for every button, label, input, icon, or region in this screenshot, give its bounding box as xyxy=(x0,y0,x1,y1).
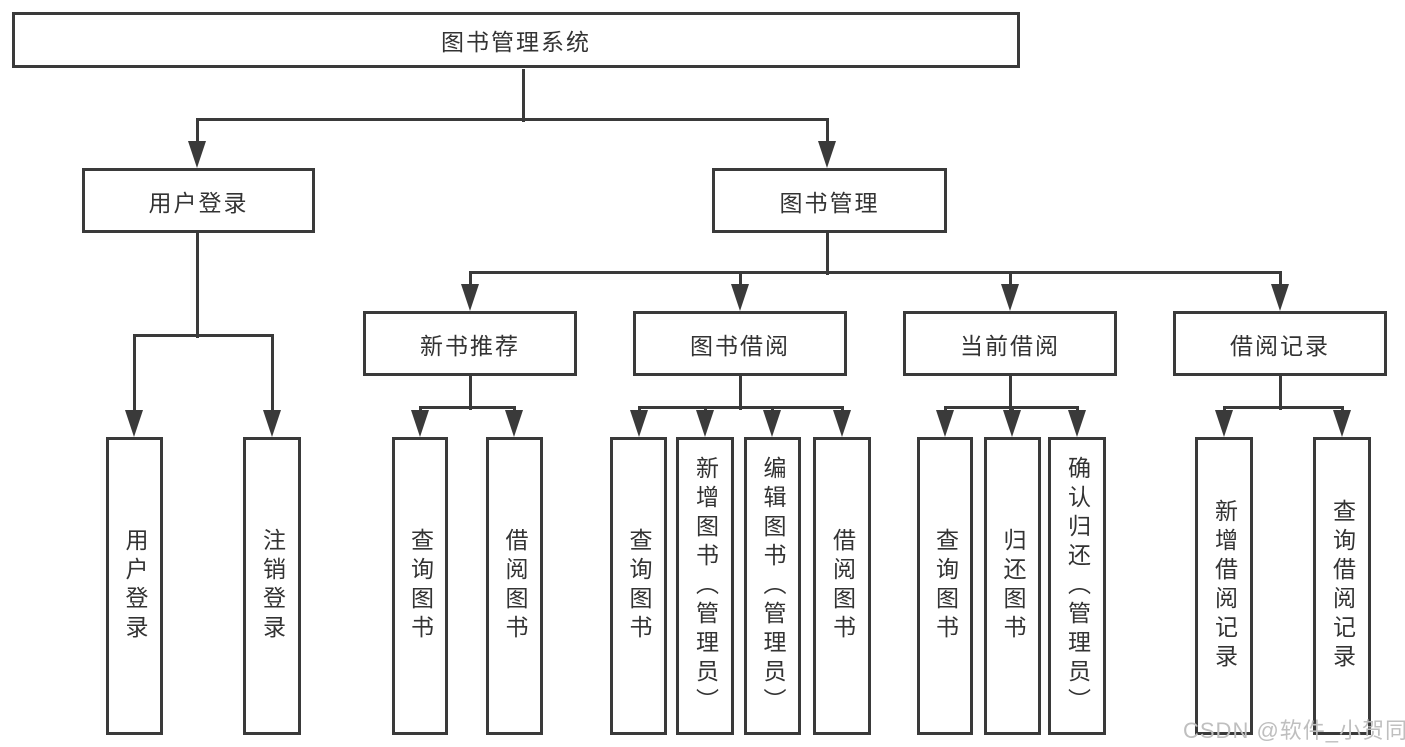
node-label-rec-borrow-books: 借阅图书 xyxy=(502,528,528,644)
node-label-rec-query-books: 查询图书 xyxy=(407,528,434,644)
connector-arrow xyxy=(818,141,836,168)
connector-arrow xyxy=(125,410,143,437)
node-label-current-borrow: 当前借阅 xyxy=(960,332,1060,359)
connector-arrow xyxy=(696,410,714,437)
node-label-br-add-record: 新增借阅记录 xyxy=(1211,499,1238,673)
connector-line xyxy=(1222,405,1226,413)
connector-arrow xyxy=(731,284,749,311)
node-label-bb-borrow-books: 借阅图书 xyxy=(829,528,856,644)
connector-line xyxy=(825,117,829,144)
node-book-mgmt: 图书管理 xyxy=(712,168,947,233)
connector-arrow xyxy=(630,410,648,437)
node-label-user-login: 用户登录 xyxy=(148,189,249,216)
connector-arrow xyxy=(936,410,954,437)
connector-line xyxy=(1008,374,1012,410)
connector-line xyxy=(195,117,199,144)
node-bb-borrow-books: 借阅图书 xyxy=(813,437,871,735)
node-leaf-user-login: 用户登录 xyxy=(106,437,163,735)
connector-arrow xyxy=(1215,410,1233,437)
connector-arrow xyxy=(833,410,851,437)
watermark: CSDN @软件_小贺同学 xyxy=(1183,718,1405,743)
node-cb-confirm-return: 确认归还（管理员） xyxy=(1048,437,1106,735)
connector-arrow xyxy=(188,141,206,168)
connector-line xyxy=(132,333,136,413)
connector-arrow xyxy=(461,284,479,311)
connector-line xyxy=(637,405,641,413)
node-label-root: 图书管理系统 xyxy=(441,29,591,55)
connector-line xyxy=(840,405,844,413)
connector-arrow xyxy=(1001,284,1019,311)
connector-line xyxy=(418,405,422,413)
connector-line xyxy=(738,374,742,410)
node-rec-borrow-books: 借阅图书 xyxy=(486,437,543,735)
connector-line xyxy=(195,230,199,338)
connector-arrow xyxy=(505,410,523,437)
node-borrow-records: 借阅记录 xyxy=(1173,311,1387,376)
node-cb-return-books: 归还图书 xyxy=(984,437,1041,735)
node-label-book-mgmt: 图书管理 xyxy=(779,189,880,216)
node-label-leaf-user-login: 用户登录 xyxy=(122,528,148,644)
connector-line xyxy=(703,405,707,413)
connector-arrow xyxy=(1333,410,1351,437)
node-bb-query-books: 查询图书 xyxy=(610,437,667,735)
connector-line xyxy=(1075,405,1079,413)
node-label-new-book-rec: 新书推荐 xyxy=(420,332,520,359)
connector-arrow xyxy=(1068,410,1086,437)
connector-line xyxy=(270,333,274,413)
connector-line xyxy=(943,405,947,413)
node-br-query-record: 查询借阅记录 xyxy=(1313,437,1371,735)
connector-line xyxy=(637,405,844,409)
connector-line xyxy=(1278,374,1282,410)
node-root: 图书管理系统 xyxy=(12,12,1020,68)
node-br-add-record: 新增借阅记录 xyxy=(1195,437,1253,735)
node-bb-edit-books: 编辑图书（管理员） xyxy=(744,437,801,735)
node-label-book-borrow: 图书借阅 xyxy=(690,332,790,359)
connector-arrow xyxy=(411,410,429,437)
node-label-bb-query-books: 查询图书 xyxy=(626,528,652,644)
node-cb-query-books: 查询图书 xyxy=(917,437,973,735)
node-new-book-rec: 新书推荐 xyxy=(363,311,577,376)
connector-line xyxy=(132,333,274,337)
connector-line xyxy=(1222,405,1344,409)
node-label-cb-query-books: 查询图书 xyxy=(932,528,959,644)
connector-arrow xyxy=(263,410,281,437)
node-rec-query-books: 查询图书 xyxy=(392,437,448,735)
connector-line xyxy=(521,69,525,122)
connector-line xyxy=(195,117,829,121)
node-label-br-query-record: 查询借阅记录 xyxy=(1329,499,1356,673)
connector-line xyxy=(1010,405,1014,413)
connector-arrow xyxy=(763,410,781,437)
node-label-leaf-logout: 注销登录 xyxy=(259,528,286,644)
connector-line xyxy=(468,270,1282,274)
node-leaf-logout: 注销登录 xyxy=(243,437,301,735)
node-label-bb-edit-books: 编辑图书（管理员） xyxy=(760,455,786,717)
connector-line xyxy=(825,231,829,275)
connector-line xyxy=(512,405,516,413)
connector-line xyxy=(468,270,472,287)
node-label-bb-add-books: 新增图书（管理员） xyxy=(692,455,719,717)
connector-line xyxy=(1340,405,1344,413)
node-label-cb-return-books: 归还图书 xyxy=(1000,528,1026,644)
node-label-cb-confirm-return: 确认归还（管理员） xyxy=(1064,455,1091,717)
connector-line xyxy=(738,270,742,287)
node-bb-add-books: 新增图书（管理员） xyxy=(676,437,734,735)
connector-line xyxy=(1008,270,1012,287)
connector-line xyxy=(468,374,472,410)
node-book-borrow: 图书借阅 xyxy=(633,311,847,376)
connector-arrow xyxy=(1271,284,1289,311)
connector-arrow xyxy=(1003,410,1021,437)
node-user-login: 用户登录 xyxy=(82,168,315,233)
connector-line xyxy=(770,405,774,413)
connector-line xyxy=(1278,270,1282,287)
connector-line xyxy=(418,405,516,409)
node-label-borrow-records: 借阅记录 xyxy=(1230,332,1330,359)
node-current-borrow: 当前借阅 xyxy=(903,311,1117,376)
